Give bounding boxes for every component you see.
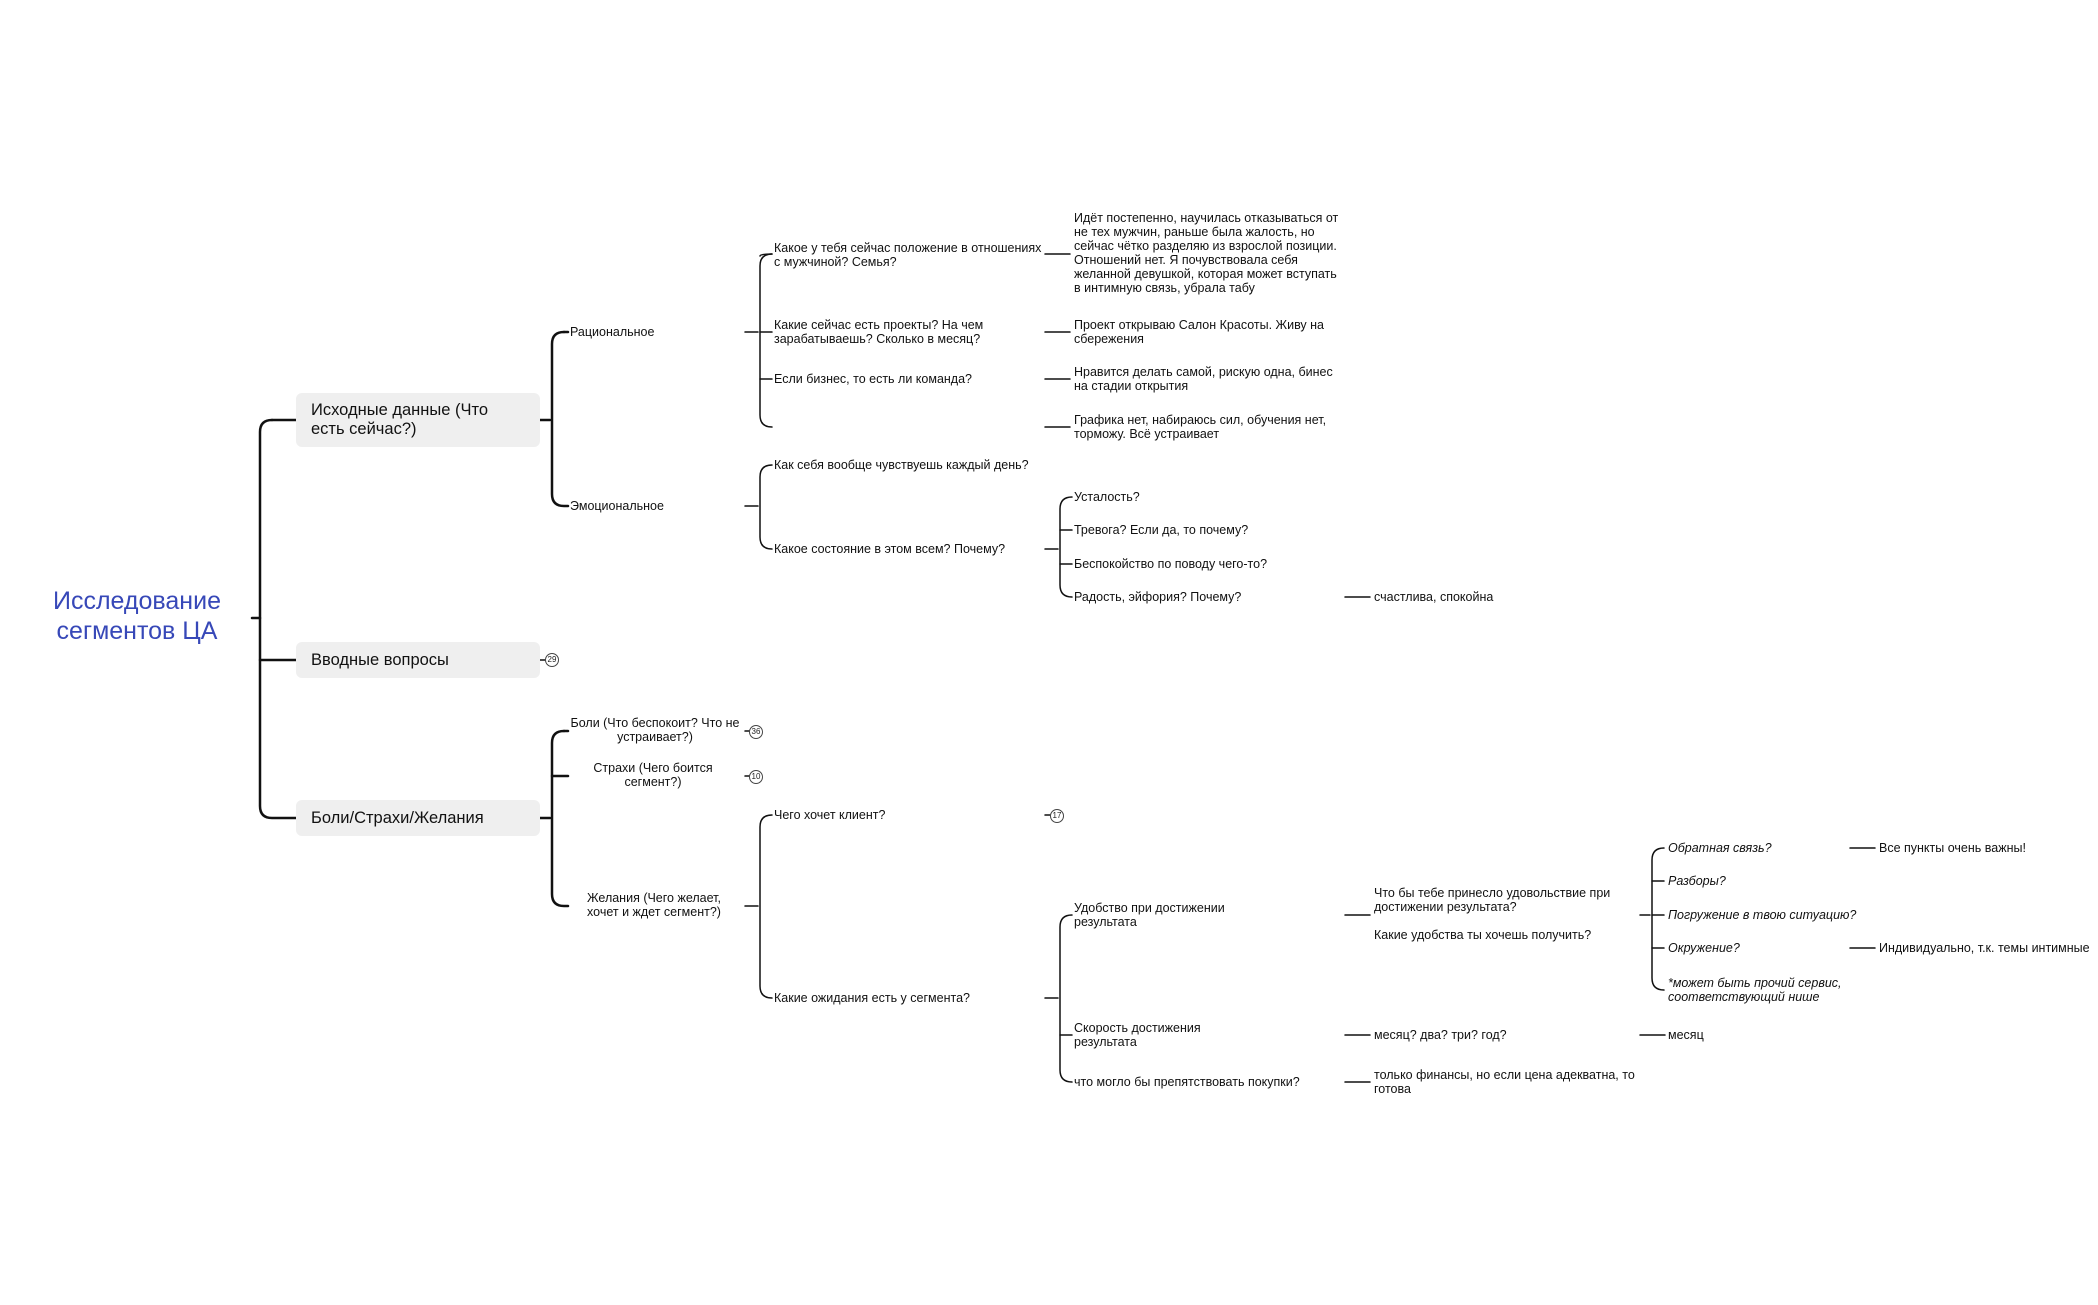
comfort-item[interactable]: Погружение в твою ситуацию? (1668, 908, 1857, 922)
node-comfort[interactable]: Удобство при достижении результата (1074, 901, 1225, 929)
question-node[interactable]: Какое у тебя сейчас положение в отношени… (774, 241, 1042, 269)
comfort-note[interactable]: Индивидуально, т.к. темы интимные (1879, 941, 2090, 955)
node-pains[interactable]: Боли (Что беспокоит? Что не устраивает?) (570, 716, 740, 744)
node-desires[interactable]: Желания (Чего желает, хочет и ждет сегме… (587, 891, 721, 919)
state-node[interactable]: Беспокойство по поводу чего-то? (1074, 557, 1268, 571)
node-client-wants[interactable]: Чего хочет клиент? (774, 808, 886, 822)
node-expectations[interactable]: Какие ожидания есть у сегмента? (774, 991, 970, 1005)
node-fears[interactable]: Страхи (Чего боится сегмент?) (593, 761, 713, 789)
comfort-item[interactable]: *может быть прочий сервис, соответствующ… (1668, 976, 1842, 1004)
node-rational[interactable]: Рациональное (570, 325, 655, 339)
state-node[interactable]: Радость, эйфория? Почему? (1074, 590, 1242, 604)
answer-node[interactable]: Графика нет, набираюсь сил, обучения нет… (1074, 413, 1327, 441)
section-source-data[interactable]: Исходные данные (Что есть сейчас?) (296, 393, 540, 447)
answer-node[interactable]: месяц (1668, 1028, 1704, 1042)
answer-node[interactable]: только финансы, но если цена адекватна, … (1374, 1068, 1635, 1096)
node-speed[interactable]: Скорость достижения результата (1074, 1021, 1201, 1049)
answer-node[interactable]: Проект открываю Салон Красоты. Живу на с… (1074, 318, 1325, 346)
question-node[interactable]: Что бы тебе принесло удовольствие при до… (1374, 886, 1611, 914)
node-obstacle[interactable]: что могло бы препятствовать покупки? (1074, 1075, 1300, 1089)
section-intro-questions[interactable]: Вводные вопросы (296, 642, 540, 678)
collapsed-count-badge[interactable]: 29 (545, 653, 559, 667)
question-node[interactable]: Какие удобства ты хочешь получить? (1374, 928, 1592, 942)
question-node[interactable]: Какое состояние в этом всем? Почему? (774, 542, 1006, 556)
answer-node[interactable]: счастлива, спокойна (1374, 590, 1494, 604)
root-title: Исследование сегментов ЦА (53, 587, 221, 645)
comfort-item[interactable]: Обратная связь? (1668, 841, 1772, 855)
question-node[interactable]: Как себя вообще чувствуешь каждый день? (774, 458, 1029, 472)
section-label: Вводные вопросы (311, 650, 449, 669)
answer-node[interactable]: Идёт постепенно, научилась отказываться … (1074, 211, 1339, 295)
comfort-item[interactable]: Окружение? (1668, 941, 1740, 955)
answer-node[interactable]: Нравится делать самой, рискую одна, бине… (1074, 365, 1333, 393)
collapsed-count-badge[interactable]: 17 (1050, 809, 1064, 823)
state-node[interactable]: Тревога? Если да, то почему? (1074, 523, 1249, 537)
collapsed-count-badge[interactable]: 36 (749, 725, 763, 739)
collapsed-count-badge[interactable]: 10 (749, 770, 763, 784)
section-label: Исходные данные (Что есть сейчас?) (311, 401, 489, 438)
comfort-note[interactable]: Все пункты очень важны! (1879, 841, 2026, 855)
section-label: Боли/Страхи/Желания (311, 808, 484, 827)
question-node[interactable]: Какие сейчас есть проекты? На чем зараба… (774, 318, 984, 346)
question-node[interactable]: месяц? два? три? год? (1374, 1028, 1507, 1042)
node-emotional[interactable]: Эмоциональное (570, 499, 664, 513)
comfort-item[interactable]: Разборы? (1668, 874, 1726, 888)
section-pains-fears-desires[interactable]: Боли/Страхи/Желания (296, 800, 540, 836)
question-node[interactable]: Если бизнес, то есть ли команда? (774, 372, 972, 386)
state-node[interactable]: Усталость? (1074, 490, 1140, 504)
